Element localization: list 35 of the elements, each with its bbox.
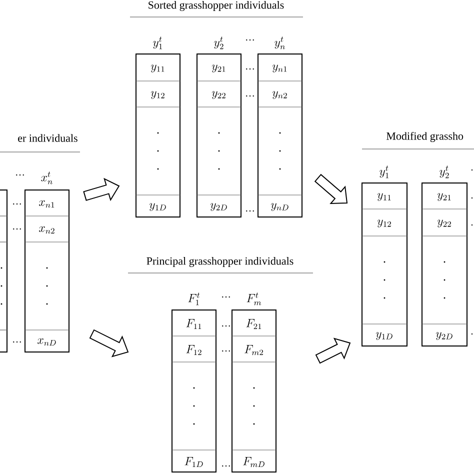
node-label: $y_n^t$ [274,36,285,50]
ellipsis: … [13,203,21,205]
table-column: $y_n^t$ $y_{n1}$ $y_{n2}$ $y_{nD}$ [258,36,302,218]
table-column: $F_1^t$ $F_{11}$ $F_{12}$ $F_{1D}$ [172,292,216,472]
node-label: $F_1^t$ [188,292,200,306]
ellipsis: . [471,169,473,171]
node-label: $y_1^t$ [380,166,389,178]
ellipsis: … [222,465,230,467]
ellipsis: … [222,325,230,327]
node-label: $F_m^t$ [246,292,262,306]
section-heading: Modified grassho [386,132,464,142]
ellipsis: … [222,296,230,298]
ellipsis: … [222,350,230,352]
section-heading: er individuals [18,134,78,142]
ellipsis: … [16,174,24,176]
ellipsis: … [13,228,21,230]
table-column [0,190,8,352]
ellipsis: … [246,95,254,97]
ellipsis: … [246,210,254,212]
ellipsis: … [246,39,254,41]
node-label: $y_2^t$ [214,36,224,50]
node-label: $y_2^t$ [440,166,449,178]
table-column: $F_m^t$ $F_{21}$ $F_{m2}$ $F_{mD}$ [232,292,276,472]
node-label: $x_n^t$ [41,172,52,184]
section-heading: Sorted grasshopper individuals [148,1,284,11]
table-column: $y_2^t$ $y_{21}$ $y_{22}$ $y_{2D}$ [196,36,242,218]
section-heading: Principal grasshopper individuals [146,257,294,267]
table-column: $y_1^t$ $y_{11}$ $y_{12}$ $y_{1D}$ [136,36,180,218]
table-column: $x_n^t$ $x_{n1}$ $x_{n2}$ $x_{nD}$ [24,172,70,352]
table-column: $y_2^t$ $y_{21}$ $y_{22}$ $y_{2D}$ [422,166,468,346]
node-label: $y_1^t$ [153,36,162,50]
block-arrow [83,178,120,202]
table-column: $y_1^t$ $y_{11}$ $y_{12}$ $y_{1D}$ [362,166,408,346]
ellipsis: … [13,341,21,343]
ellipsis: … [246,68,254,70]
